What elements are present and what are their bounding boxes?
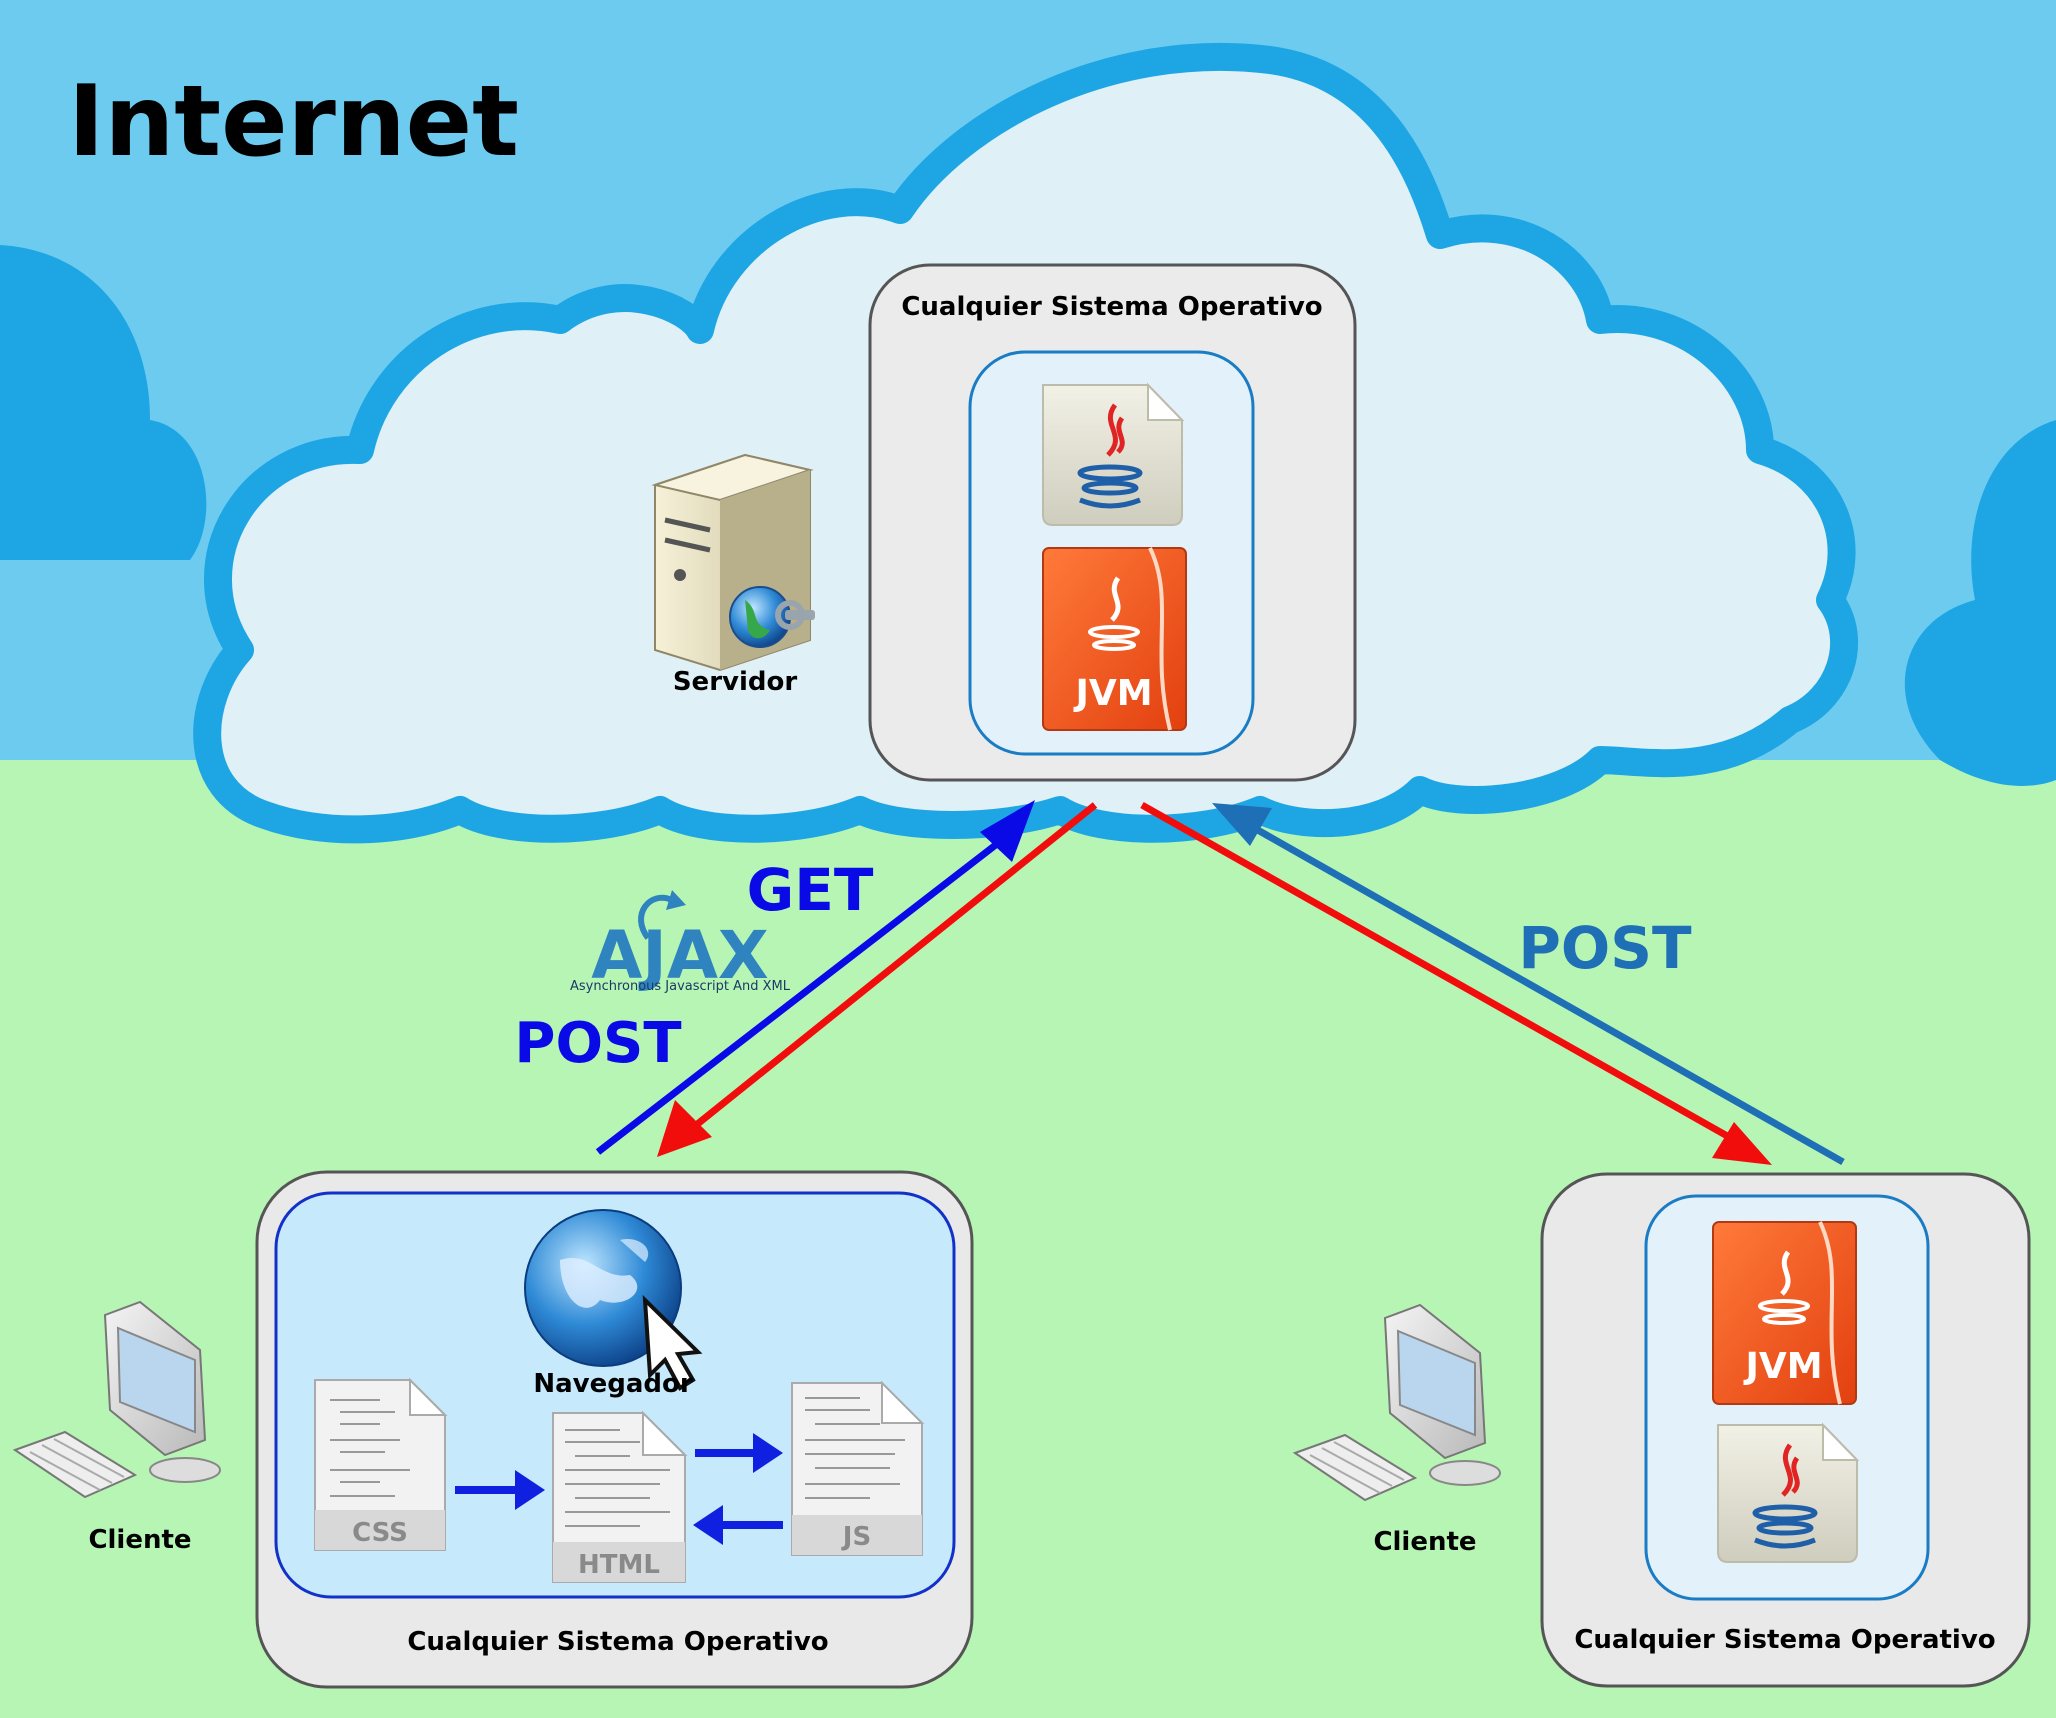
right-edge-cloud — [1904, 420, 2056, 786]
left-client-computer-icon — [12, 1300, 221, 1499]
server-label: Servidor — [673, 667, 798, 697]
ajax-refresh-icon — [638, 894, 674, 940]
mouse-cursor-icon — [642, 1294, 703, 1391]
js-label: JS — [841, 1522, 871, 1552]
css-to-html-arrow — [455, 1470, 545, 1510]
server-jvm-label: JVM — [1072, 673, 1152, 714]
ajax-logo: AJAX Asynchronous Javascript And XML — [570, 890, 791, 994]
browser-globe-icon — [524, 1209, 682, 1367]
left-response-arrow — [687, 802, 1098, 1133]
js-to-html-arrow — [693, 1505, 783, 1545]
browser-label: Navegador — [533, 1369, 693, 1399]
right-response-arrow — [1140, 801, 1747, 1150]
right-client-label: Cliente — [1373, 1527, 1476, 1557]
html-label: HTML — [578, 1550, 660, 1580]
globe-key-icon — [729, 586, 815, 648]
js-file-icon: JS — [791, 1380, 925, 1556]
ajax-logo-text: AJAX — [591, 917, 769, 994]
server-java-file-icon — [1042, 382, 1185, 526]
ajax-subtitle: Asynchronous Javascript And XML — [570, 979, 791, 994]
post-label-left: POST — [514, 1011, 681, 1076]
server-jvm-icon: JVM — [1042, 547, 1187, 731]
right-client-computer-icon — [1292, 1303, 1501, 1502]
right-response-arrowhead — [1712, 1122, 1772, 1165]
left-response-arrowhead — [657, 1100, 712, 1157]
right-java-file-icon — [1717, 1422, 1860, 1563]
left-request-arrow — [595, 827, 1018, 1155]
get-label: GET — [747, 856, 874, 924]
post-label-right: POST — [1518, 914, 1692, 982]
right-client-os-label: Cualquier Sistema Operativo — [1574, 1625, 1995, 1655]
html-file-icon: HTML — [552, 1410, 688, 1583]
html-to-js-arrow — [695, 1433, 783, 1473]
server-os-label: Cualquier Sistema Operativo — [901, 292, 1322, 322]
right-request-arrow — [1238, 816, 1845, 1166]
left-client-label: Cliente — [88, 1525, 191, 1555]
server-tower-icon — [651, 453, 814, 672]
right-request-arrowhead — [1212, 803, 1272, 846]
left-edge-cloud — [0, 245, 207, 560]
right-jvm-label: JVM — [1742, 1346, 1822, 1387]
left-request-arrowhead — [980, 800, 1035, 862]
css-label: CSS — [352, 1518, 408, 1548]
css-file-icon: CSS — [314, 1377, 448, 1551]
internet-title: Internet — [68, 65, 519, 179]
left-client-os-label: Cualquier Sistema Operativo — [407, 1627, 828, 1657]
right-jvm-icon: JVM — [1712, 1221, 1857, 1405]
